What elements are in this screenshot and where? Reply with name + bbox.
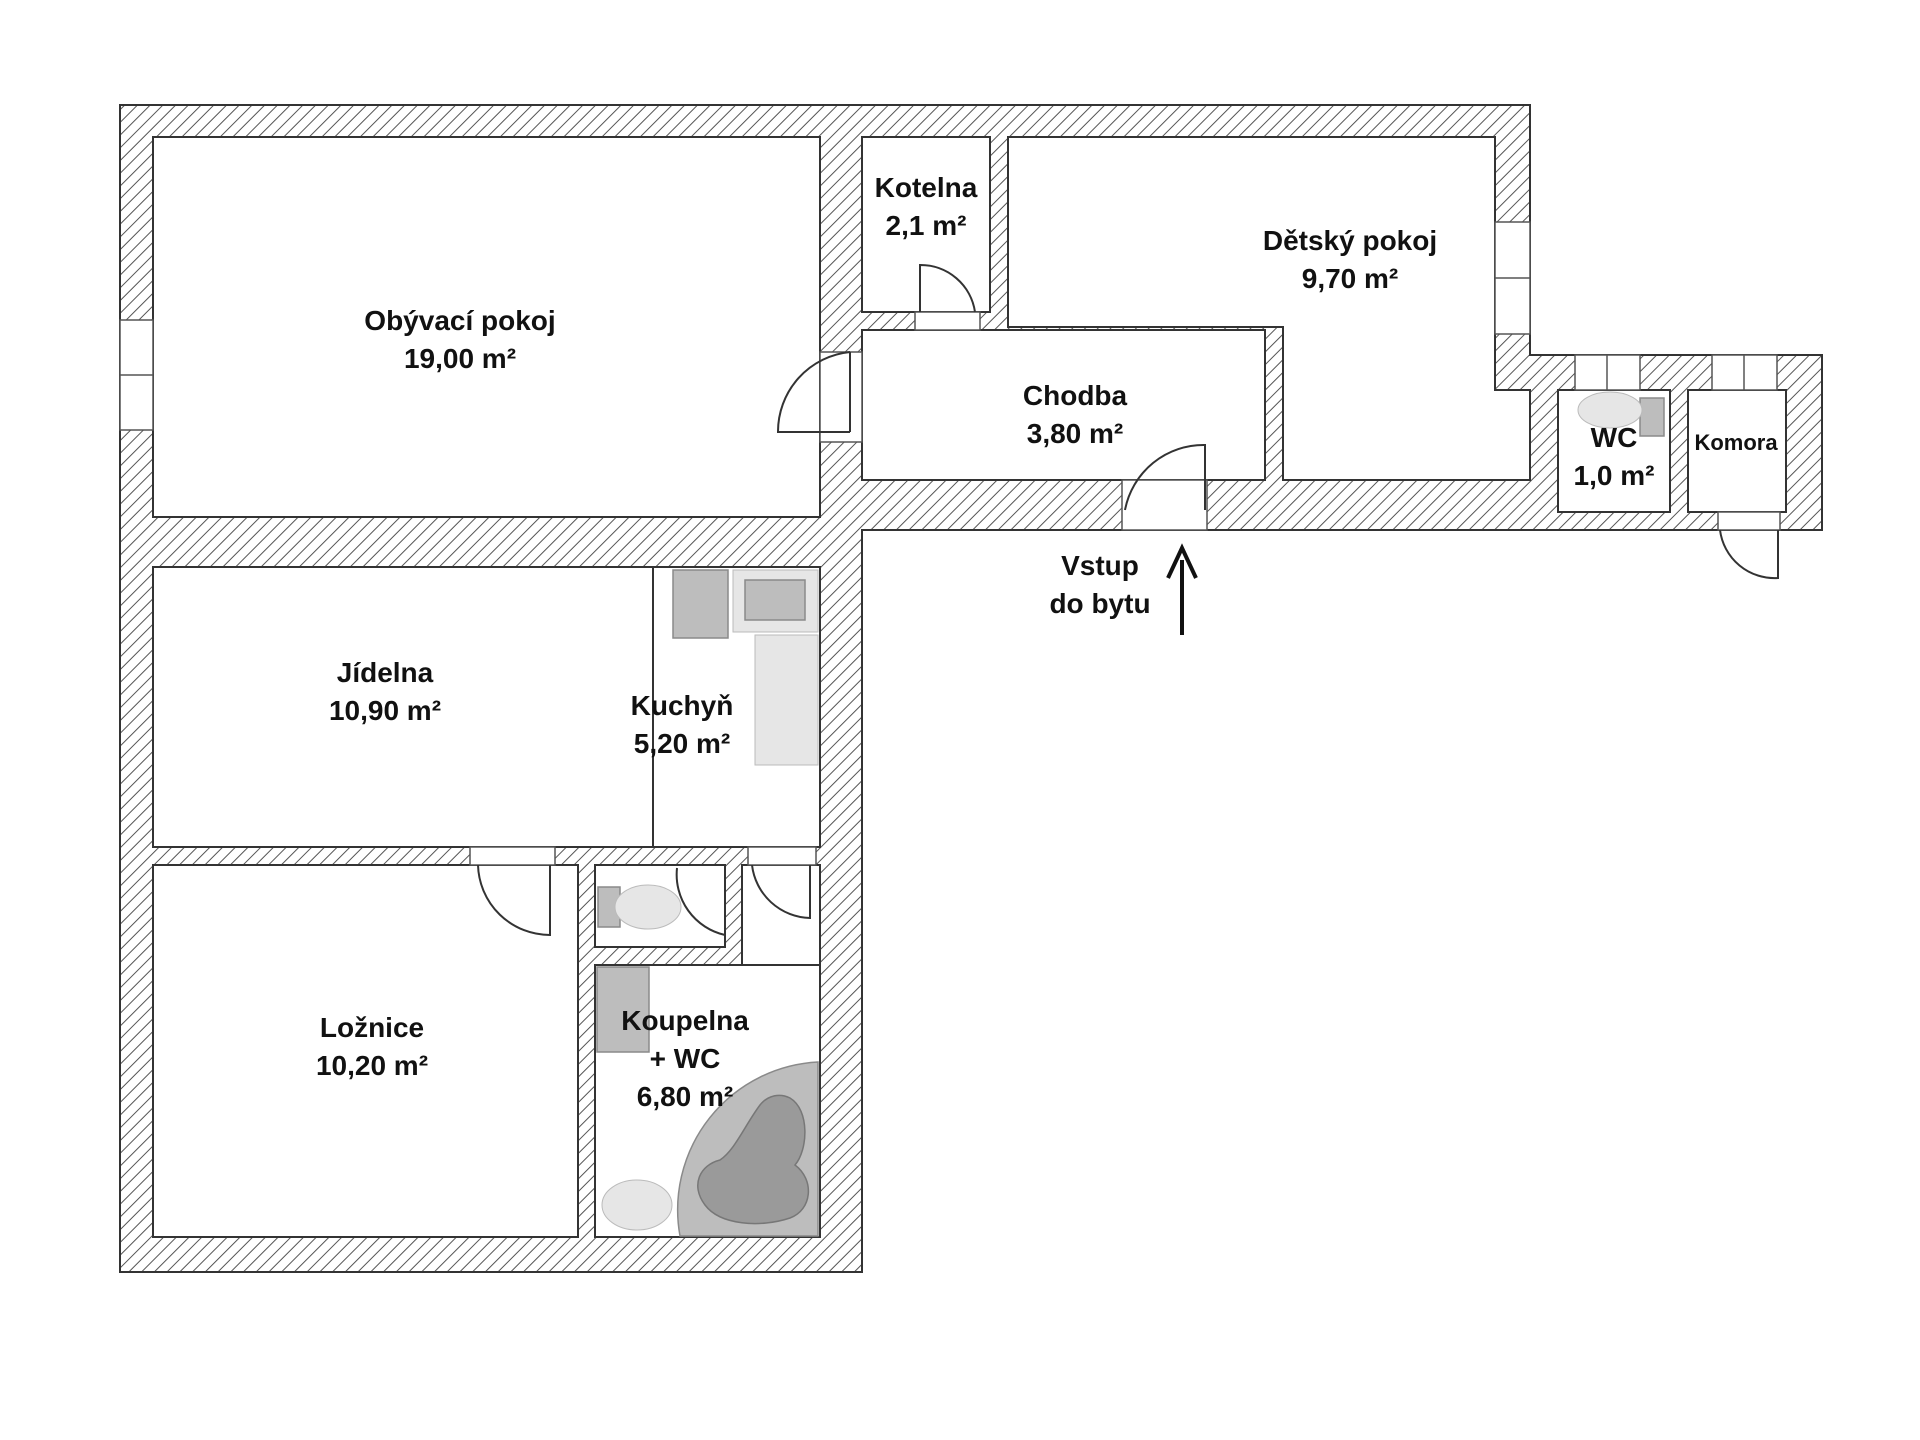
room-chodba [861,329,1266,481]
room-loznice [152,864,579,1238]
label-loznice-name: Ložnice [320,1012,424,1043]
entrance-arrow [1166,543,1198,635]
door-entrance [1124,443,1206,511]
labels: Obývací pokoj 19,00 m² Kotelna 2,1 m² Dě… [316,172,1778,1112]
label-koupelna-line2: + WC [650,1043,721,1074]
label-wc-name: WC [1591,422,1638,453]
label-jidelna-name: Jídelna [337,657,434,688]
room-jidelna [152,566,654,848]
wc-toilet-bowl [1577,391,1643,429]
label-kotelna-area: 2,1 m² [886,210,967,241]
label-obyvaci-name: Obývací pokoj [364,305,555,336]
fixtures [596,391,1665,1237]
door-kotelna [919,263,976,313]
door-komora [1719,529,1779,580]
label-kotelna-name: Kotelna [875,172,978,203]
room-komora [1687,389,1787,513]
room-kotelna [861,136,991,313]
door-loznice [477,864,551,937]
door-koupelna [751,864,811,920]
windows [119,221,1778,431]
label-koupelna-area: 6,80 m² [637,1081,734,1112]
doors [469,263,1781,937]
label-wc-area: 1,0 m² [1574,460,1655,491]
room-koupelna-entry [741,864,821,966]
label-entrance-line1: Vstup [1061,550,1139,581]
door-wc-small [675,867,726,937]
label-detsky-area: 9,70 m² [1302,263,1399,294]
bathtub-basin [697,1094,810,1225]
door-obyvaci [776,351,851,433]
label-komora-name: Komora [1694,430,1778,455]
label-obyvaci-area: 19,00 m² [404,343,516,374]
label-detsky-name: Dětský pokoj [1263,225,1437,256]
label-chodba-area: 3,80 m² [1027,418,1124,449]
label-koupelna-line1: Koupelna [621,1005,749,1036]
kitchen-counter-side [754,634,819,766]
label-loznice-area: 10,20 m² [316,1050,428,1081]
washing-machine [596,966,650,1053]
kitchen-appliance [672,569,729,639]
room-interiors [152,136,1787,1238]
label-jidelna-area: 10,90 m² [329,695,441,726]
kitchen-sink [744,579,806,621]
label-kuchyn-area: 5,20 m² [634,728,731,759]
toilet-bowl [614,884,682,930]
washbasin [601,1179,673,1231]
label-entrance-line2: do bytu [1049,588,1150,619]
wc-toilet-tank [1639,397,1665,437]
label-kuchyn-name: Kuchyň [631,690,734,721]
label-chodba-name: Chodba [1023,380,1128,411]
